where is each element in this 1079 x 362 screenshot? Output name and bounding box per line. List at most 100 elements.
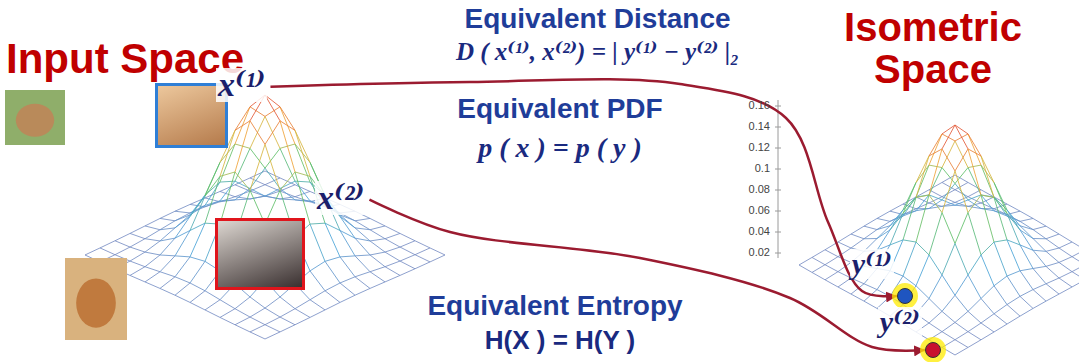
grid-line [1020,271,1033,290]
grid-line [968,311,981,323]
grid-line [1046,266,1059,278]
grid-line [1007,305,1020,317]
grid-line [890,210,903,230]
grid-line [942,322,955,331]
grid-line [400,255,415,261]
grid-line [942,200,955,205]
grid-line [370,226,385,230]
grid-line [864,238,877,239]
isometric-surface [799,125,1079,355]
variable-label: x⁽¹⁾ [216,68,267,102]
grid-line [295,172,310,176]
grid-line [310,271,325,291]
grid-line [1007,213,1020,244]
grid-line [981,242,994,255]
grid-line [968,340,981,348]
grid-line [310,224,325,261]
grid-line [265,308,280,317]
grid-line [1046,294,1059,301]
grid-line [295,172,310,224]
axis-tick [775,106,781,107]
axis-line [778,100,779,258]
grid-line [1072,250,1079,257]
grid-line [100,248,115,255]
grid-line [1020,308,1033,316]
grid-line [994,305,1007,314]
grid-line [942,243,955,274]
grid-line [916,195,929,197]
grid-line [968,195,981,212]
grid-line [994,198,1007,240]
grid-line [955,295,968,311]
dog-photos [5,90,127,340]
grid-line [890,204,903,211]
grid-line [310,300,325,310]
grid-line [250,121,265,145]
property-heading: Equivalent PDF [400,94,720,125]
grid-line [325,261,340,283]
grid-line [1007,296,1020,304]
grid-line [160,238,175,255]
grid-line [1033,250,1046,251]
grid-line [130,252,145,261]
grid-line [1033,250,1046,266]
grid-line [942,149,955,171]
grid-line [929,165,942,167]
variable-label: x⁽²⁾ [315,181,366,215]
grid-line [955,125,968,149]
grid-line [340,216,355,227]
grid-line [310,291,325,300]
grid-line [385,239,400,247]
grid-line [280,309,295,317]
grid-line [295,300,310,309]
framed-photo: x⁽¹⁾ [155,83,228,148]
grid-line [190,291,205,303]
grid-line [1059,272,1072,278]
grid-line [877,218,890,221]
axis-value: 0.1 [728,162,770,174]
grid-line [968,255,981,275]
grid-line [250,116,265,148]
grid-line [220,172,235,224]
grid-line [205,162,220,195]
grid-line [1072,257,1079,265]
grid-line [877,211,890,218]
grid-line [115,247,130,255]
grid-line [145,255,160,267]
axis-value: 0.02 [728,246,770,258]
grid-line [265,325,280,332]
grid-line [400,269,415,276]
grid-line [190,196,205,230]
grid-line [981,195,994,242]
grid-line [145,226,160,230]
framed-photo: x⁽²⁾ [215,218,305,290]
grid-line [916,195,929,197]
grid-line [890,213,903,229]
grid-line [280,107,295,144]
axis-value: 0.12 [728,141,770,153]
grid-line [175,204,190,211]
grid-line [838,287,851,294]
grid-line [1059,262,1072,271]
grid-line [981,255,994,286]
grid-line [916,242,929,255]
grid-line [916,195,929,242]
axis-tick [775,253,781,254]
grid-line [295,130,310,162]
grid-line [955,311,968,322]
grid-line [295,317,310,324]
grid-line [385,267,400,276]
grid-line [955,332,968,340]
grid-line [370,218,385,225]
grid-line [370,282,385,289]
grid-line [280,172,295,190]
grid-line [235,309,250,317]
grid-line [955,243,968,274]
grid-line [190,283,205,291]
space-title: Input Space [6,36,244,82]
grid-line [825,280,838,287]
grid-line [955,171,968,213]
grid-line [400,247,415,255]
grid-line [160,221,175,230]
grid-line [1072,265,1079,272]
